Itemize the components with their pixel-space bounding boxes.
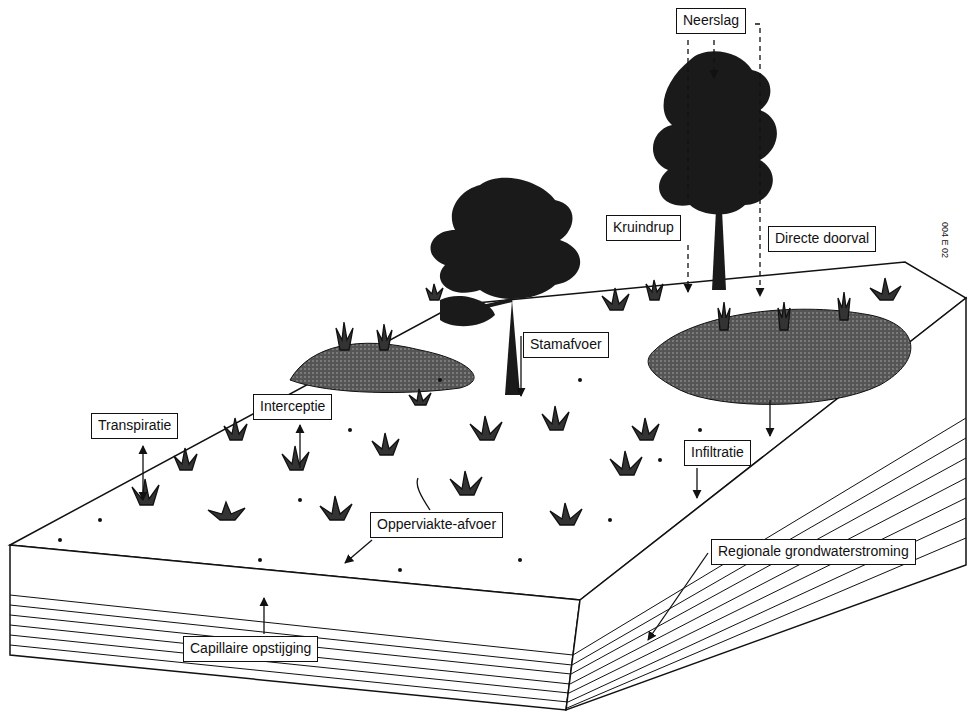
process-label-box: Opperviakte-afvoer	[370, 512, 503, 538]
process-label: Directe doorval	[775, 230, 869, 246]
process-label: Neerslag	[683, 12, 739, 28]
process-label: Kruindrup	[613, 219, 674, 235]
process-label-box: Neerslag	[676, 8, 746, 34]
process-label-box: Infiltratie	[684, 440, 751, 466]
process-label-box: Capillaire opstijging	[183, 636, 318, 662]
process-label: Stamafvoer	[530, 336, 602, 352]
process-label-box: Stamafvoer	[523, 332, 609, 358]
figure-code: 004 E 02	[940, 222, 950, 258]
process-label-box: Interceptie	[253, 394, 332, 420]
process-label: Interceptie	[260, 398, 325, 414]
process-label-box: Regionale grondwaterstroming	[711, 539, 916, 565]
process-label-box: Directe doorval	[768, 226, 876, 252]
process-label: Infiltratie	[691, 444, 744, 460]
process-label-box: Kruindrup	[606, 215, 681, 241]
process-label: Opperviakte-afvoer	[377, 516, 496, 532]
process-label: Capillaire opstijging	[190, 640, 311, 656]
process-label-box: Transpiratie	[91, 413, 178, 439]
process-label: Transpiratie	[98, 417, 171, 433]
process-label: Regionale grondwaterstroming	[718, 543, 909, 559]
